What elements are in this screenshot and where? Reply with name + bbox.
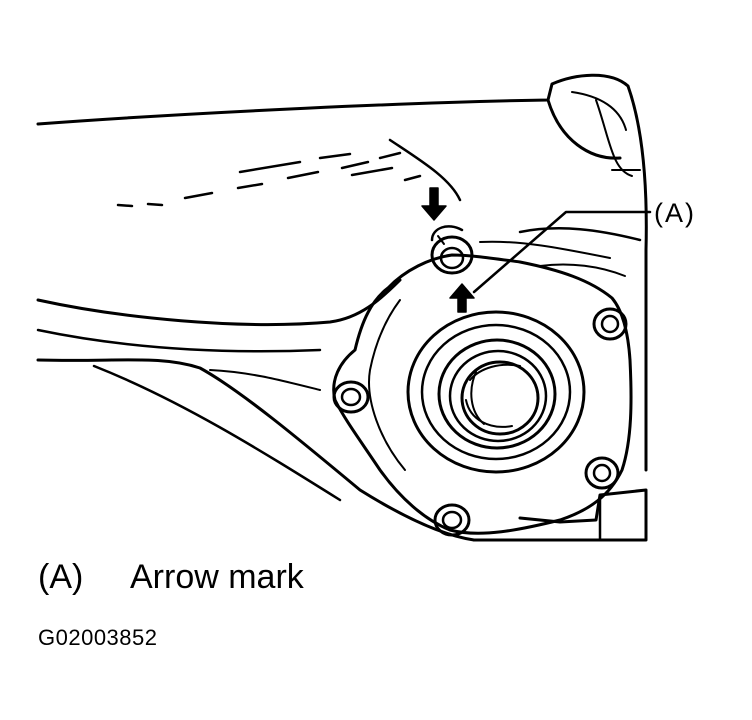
flange-bolts — [332, 225, 628, 537]
bolt-boss — [332, 380, 370, 414]
transmission-case-illustration — [36, 73, 652, 542]
callout-label-a: (A) — [654, 198, 696, 228]
arrow-marks — [421, 187, 475, 313]
down-arrow-icon — [421, 187, 447, 221]
output-shaft-bore — [406, 310, 586, 474]
up-arrow-icon — [449, 283, 475, 313]
sensor-boss — [430, 225, 474, 275]
extension-housing-flange — [332, 253, 633, 535]
bolt-boss — [584, 456, 620, 490]
bolt-boss — [433, 503, 471, 537]
housing-outline — [36, 73, 648, 542]
bolt-boss — [592, 307, 628, 341]
legend-key: (A) — [38, 558, 84, 596]
figure-id: G02003852 — [38, 625, 158, 650]
legend-description: Arrow mark — [130, 558, 304, 596]
legend: (A) Arrow mark — [38, 558, 304, 597]
callout-leader-line — [472, 210, 652, 294]
